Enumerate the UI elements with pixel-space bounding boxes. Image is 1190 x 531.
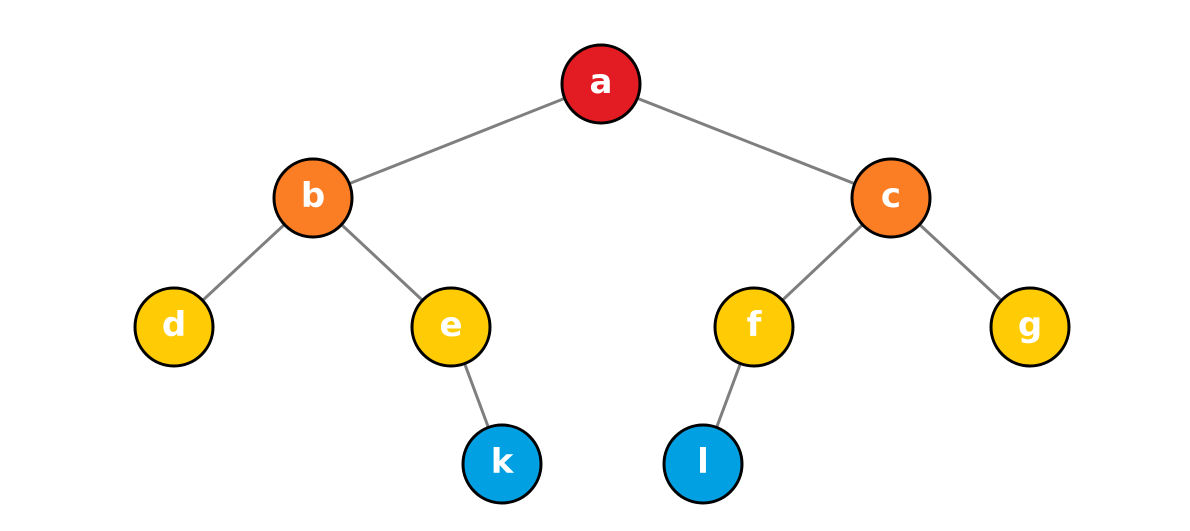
tree-node-a: a bbox=[560, 43, 642, 125]
edge-a-c bbox=[599, 82, 893, 200]
node-circle-e bbox=[410, 286, 492, 368]
node-label-k: k bbox=[491, 442, 515, 482]
tree-node-c: c bbox=[850, 157, 932, 239]
node-circle-d bbox=[133, 286, 215, 368]
node-label-l: l bbox=[697, 442, 709, 482]
tree-edges bbox=[172, 82, 1032, 466]
tree-node-k: k bbox=[461, 423, 543, 505]
node-circle-l bbox=[662, 423, 744, 505]
tree-node-l: l bbox=[662, 423, 744, 505]
node-label-b: b bbox=[301, 176, 325, 216]
tree-node-d: d bbox=[133, 286, 215, 368]
node-circle-c bbox=[850, 157, 932, 239]
node-label-f: f bbox=[747, 305, 763, 345]
tree-node-b: b bbox=[272, 157, 354, 239]
node-label-d: d bbox=[162, 305, 186, 345]
node-circle-f bbox=[713, 286, 795, 368]
tree-node-g: g bbox=[989, 286, 1071, 368]
node-circle-b bbox=[272, 157, 354, 239]
node-label-g: g bbox=[1018, 305, 1042, 345]
node-label-a: a bbox=[590, 62, 613, 102]
node-circle-k bbox=[461, 423, 543, 505]
edge-a-b bbox=[311, 82, 603, 200]
tree-node-f: f bbox=[713, 286, 795, 368]
node-label-c: c bbox=[881, 176, 901, 216]
node-circle-g bbox=[989, 286, 1071, 368]
node-label-e: e bbox=[439, 305, 462, 345]
node-circle-a bbox=[560, 43, 642, 125]
tree-nodes: a b c d e f g k l bbox=[133, 43, 1071, 505]
tree-node-e: e bbox=[410, 286, 492, 368]
